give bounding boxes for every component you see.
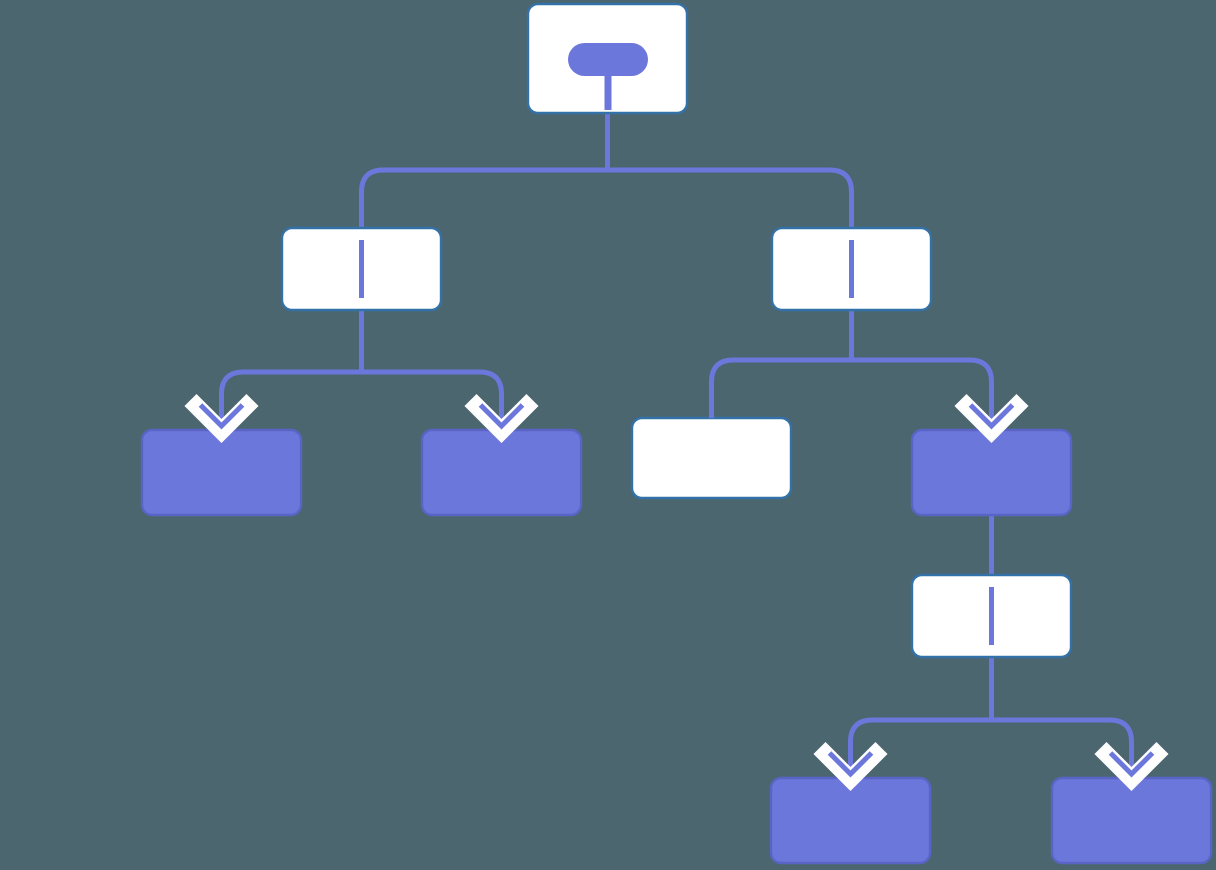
arrowhead	[198, 403, 245, 430]
edge-connector	[991, 717, 1134, 778]
arrow-outline-chevron	[813, 741, 888, 792]
edge-connector	[607, 167, 854, 228]
down-arrow-marker	[1094, 741, 1169, 792]
level2-white-leaf[interactable]	[630, 416, 793, 500]
node-box-white[interactable]	[630, 416, 793, 500]
down-arrow-marker	[184, 393, 259, 444]
down-arrow-marker	[813, 741, 888, 792]
arrowhead	[827, 751, 874, 778]
arrow-outline-chevron	[464, 393, 539, 444]
pill-badge-stem	[604, 59, 612, 110]
edge-connector	[219, 369, 362, 430]
connector-layer-under	[219, 113, 1134, 778]
arrowhead	[1108, 751, 1155, 778]
arrow-layer	[184, 393, 1169, 792]
arrow-outline-chevron	[184, 393, 259, 444]
node-layer	[140, 2, 1213, 865]
edge-connector	[359, 167, 608, 228]
down-arrow-marker	[464, 393, 539, 444]
edge-connector	[709, 357, 852, 418]
arrowhead	[478, 403, 525, 430]
root-node[interactable]	[526, 2, 689, 115]
arrow-outline-chevron	[954, 393, 1029, 444]
down-arrow-marker	[954, 393, 1029, 444]
connector-layer-over	[359, 240, 994, 645]
edge-connector	[848, 717, 992, 778]
arrowhead	[968, 403, 1015, 430]
edge-connector	[851, 357, 994, 430]
pill-badge[interactable]	[568, 43, 648, 76]
edge-connector	[361, 369, 504, 430]
arrow-outline-chevron	[1094, 741, 1169, 792]
